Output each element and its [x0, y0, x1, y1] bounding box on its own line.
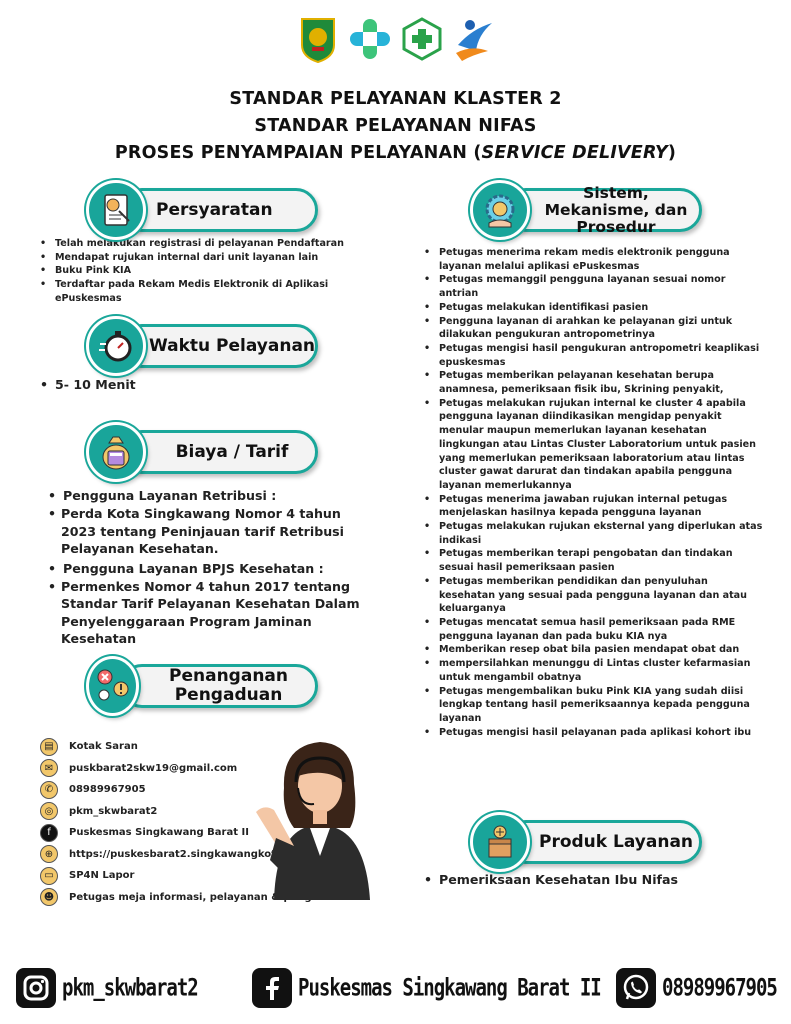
- list-item: Petugas memberikan pendidikan dan penyul…: [424, 575, 766, 616]
- waktu-heading: Waktu Pelayanan: [148, 335, 316, 356]
- list-item: Petugas mencatat semua hasil pemeriksaan…: [424, 616, 766, 643]
- list-item: Petugas mengisi hasil pelayanan pada apl…: [424, 726, 766, 740]
- pengaduan-heading: Penanganan Pengaduan: [169, 666, 288, 705]
- instagram-icon: [16, 968, 56, 1008]
- waktu-header: Waktu Pelayanan: [86, 316, 318, 376]
- contact-row: ▤Kotak Saran: [40, 736, 347, 758]
- list-item: Petugas melakukan rujukan eksternal yang…: [424, 520, 766, 547]
- list-item: Mendapat rujukan internal dari unit laya…: [40, 251, 350, 265]
- chat-icon: ▭: [40, 866, 58, 885]
- contact-row[interactable]: ▭SP4N Lapor: [40, 865, 347, 887]
- list-item: 5- 10 Menit: [40, 376, 320, 395]
- list-item: Petugas menerima jawaban rujukan interna…: [424, 493, 766, 520]
- health-cross-logo: [348, 14, 392, 64]
- contact-list: ▤Kotak Saran ✉puskbarat2skw19@gmail.com …: [40, 736, 347, 908]
- waktu-list: 5- 10 Menit: [40, 376, 320, 395]
- puskesmas-logo: [400, 14, 444, 64]
- produk-header: Produk Layanan: [470, 812, 702, 872]
- facebook-icon: [252, 968, 292, 1008]
- list-item: Petugas memberikan terapi pengobatan dan…: [424, 547, 766, 574]
- footer-whatsapp[interactable]: 08989967905: [616, 968, 778, 1008]
- product-box-icon: [470, 812, 530, 872]
- title-line-3-main: PROSES PENYAMPAIAN PELAYANAN (: [114, 143, 482, 163]
- list-item: Pengguna Layanan BPJS Kesehatan :: [48, 560, 378, 578]
- money-bag-icon: [86, 422, 146, 482]
- contact-row[interactable]: ⊕https://puskesbarat2.singkawangkota.go.…: [40, 844, 347, 866]
- produk-heading: Produk Layanan: [538, 831, 694, 852]
- requirements-icon: [86, 180, 146, 240]
- kota-seal-logo: [296, 14, 340, 64]
- contact-row[interactable]: ◎pkm_skwbarat2: [40, 801, 347, 823]
- title-line-3-end: ): [667, 143, 677, 163]
- globe-icon: ⊕: [40, 845, 58, 864]
- title-line-2: STANDAR PELAYANAN NIFAS: [254, 116, 537, 136]
- list-item: Pemeriksaan Kesehatan Ibu Nifas: [424, 871, 754, 890]
- gear-hand-icon: [470, 180, 530, 240]
- officer-icon: ☻: [40, 888, 58, 907]
- contact-row[interactable]: ✆08989967905: [40, 779, 347, 801]
- sistem-heading: Sistem, Mekanisme, dan Prosedur: [544, 183, 688, 236]
- footer-facebook-text[interactable]: Puskesmas Singkawang Barat II: [298, 974, 602, 1002]
- footer-facebook[interactable]: Puskesmas Singkawang Barat II: [252, 968, 602, 1008]
- title-line-1: STANDAR PELAYANAN KLASTER 2: [229, 89, 562, 109]
- whatsapp-icon: [616, 968, 656, 1008]
- list-item: Memberikan resep obat bila pasien mendap…: [424, 643, 766, 657]
- biaya-heading: Biaya / Tarif: [175, 441, 289, 462]
- footer: pkm_skwbarat2 Puskesmas Singkawang Barat…: [0, 968, 791, 1016]
- person-swoosh-logo: [452, 14, 496, 64]
- facebook-icon: f: [40, 823, 58, 842]
- list-item: Petugas mengisi hasil pengukuran antropo…: [424, 342, 766, 369]
- list-item: Pengguna layanan di arahkan ke pelayanan…: [424, 315, 766, 342]
- list-item: Pengguna Layanan Retribusi :: [48, 487, 378, 505]
- list-item: Petugas menerima rekam medis elektronik …: [424, 246, 766, 273]
- pengaduan-header: Penanganan Pengaduan: [86, 656, 318, 716]
- list-item: Telah melakukan registrasi di pelayanan …: [40, 237, 350, 251]
- whatsapp-icon: ✆: [40, 780, 58, 799]
- list-item: Terdaftar pada Rekam Medis Elektronik di…: [40, 278, 350, 305]
- title-line-3-italic: SERVICE DELIVERY: [481, 143, 668, 163]
- persyaratan-heading: Persyaratan: [156, 199, 273, 220]
- contact-row[interactable]: ✉puskbarat2skw19@gmail.com: [40, 758, 347, 780]
- footer-whatsapp-text[interactable]: 08989967905: [662, 974, 778, 1002]
- title-line-3: PROSES PENYAMPAIAN PELAYANAN (SERVICE DE…: [0, 140, 791, 167]
- list-item: Petugas mengembalikan buku Pink KIA yang…: [424, 685, 766, 726]
- biaya-header: Biaya / Tarif: [86, 422, 318, 482]
- persyaratan-header: Persyaratan: [86, 180, 318, 240]
- list-item: Buku Pink KIA: [40, 264, 350, 278]
- list-item: Petugas melakukan rujukan internal ke cl…: [424, 397, 766, 493]
- footer-instagram-text[interactable]: pkm_skwbarat2: [62, 974, 199, 1002]
- list-item: Petugas memberikan pelayanan kesehatan b…: [424, 369, 766, 396]
- list-item-text: Perda Kota Singkawang Nomor 4 tahun 2023…: [48, 505, 378, 558]
- list-item-text: Permenkes Nomor 4 tahun 2017 tentang Sta…: [48, 578, 378, 648]
- suggestion-box-icon: ▤: [40, 737, 58, 756]
- persyaratan-list: Telah melakukan registrasi di pelayanan …: [40, 237, 350, 306]
- logo-row: [0, 14, 791, 64]
- instagram-icon: ◎: [40, 802, 58, 821]
- sistem-header: Sistem, Mekanisme, dan Prosedur: [470, 180, 702, 240]
- sistem-list: Petugas menerima rekam medis elektronik …: [424, 246, 766, 739]
- stopwatch-icon: [86, 316, 146, 376]
- footer-instagram[interactable]: pkm_skwbarat2: [16, 968, 199, 1008]
- produk-list: Pemeriksaan Kesehatan Ibu Nifas: [424, 871, 754, 890]
- customer-service-illustration: [254, 728, 384, 900]
- document-title: STANDAR PELAYANAN KLASTER 2 STANDAR PELA…: [0, 86, 791, 167]
- list-item: Petugas memanggil pengguna layanan sesua…: [424, 273, 766, 300]
- list-item: Petugas melakukan identifikasi pasien: [424, 301, 766, 315]
- list-item: mempersilahkan menunggu di Lintas cluste…: [424, 657, 766, 684]
- email-icon: ✉: [40, 759, 58, 778]
- biaya-list: Pengguna Layanan Retribusi : Perda Kota …: [48, 487, 378, 648]
- complaint-icon: [86, 656, 140, 716]
- contact-row: ☻Petugas meja informasi, pelayanan & pen…: [40, 887, 347, 909]
